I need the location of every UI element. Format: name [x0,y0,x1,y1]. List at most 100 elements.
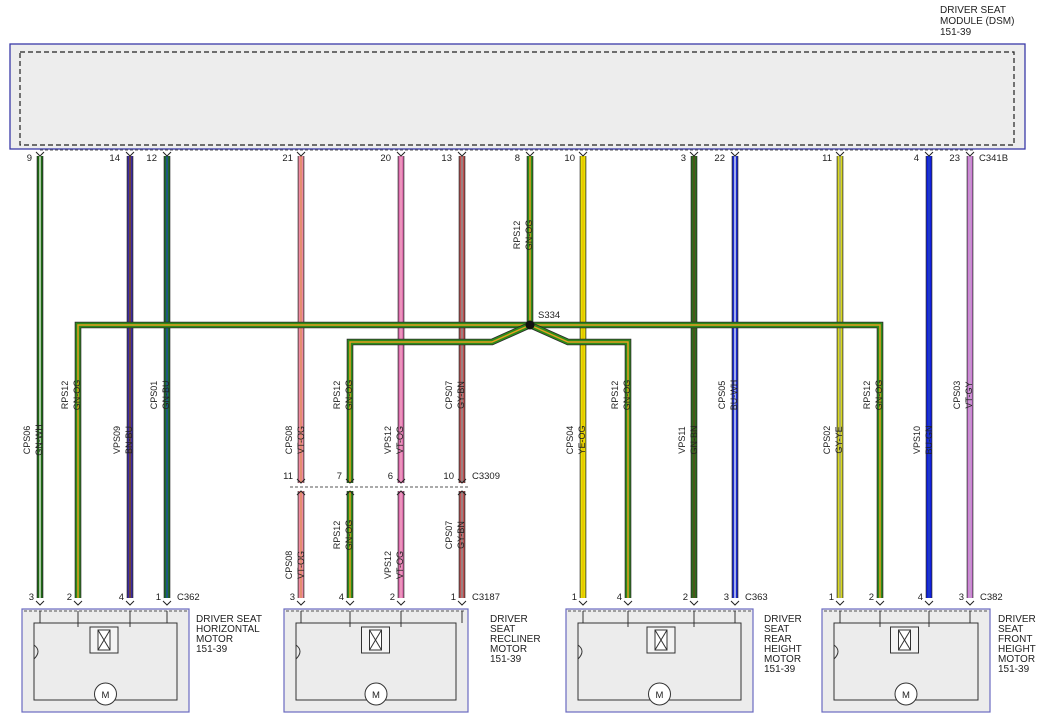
module-box [9,43,1026,150]
motor-name: MOTOR [490,644,527,655]
wire-color-label: GY-BN [456,521,466,549]
wire-color-label: GN-OG [874,380,884,411]
pin-label: HALL [116,0,141,3]
motor-symbol-label: M [102,690,110,701]
module-pin-number: 9 [27,153,32,164]
motor-pin-number: 1 [156,592,161,603]
motor-pin-number: 3 [724,592,729,603]
pin-label: BASE [153,0,180,3]
inline-pin-number: 11 [283,471,293,482]
pin-label: DOWN [826,0,858,3]
pin-label: EFFECT [387,0,426,3]
motor-name: FRONT [998,634,1032,645]
motor-connector-label: C3187 [472,592,500,603]
motor-pin-terminal [162,600,172,606]
wire-circuit-label: CPS07 [444,521,454,550]
pin-label: FRONT [956,0,990,3]
wire-circuit-label: CPS08 [284,551,294,580]
pin-label: INCLINE [448,0,488,3]
wire-color-label: BN-BU [124,426,134,454]
motor-symbol-circle [94,682,117,706]
motor-name: 151-39 [490,654,522,665]
inline-pin-terminal-bottom [296,490,306,496]
hall-sensor-x [898,629,911,651]
motor-connector-label: C362 [177,592,200,603]
motor-name: SEAT [764,624,789,635]
module-pin-number: 23 [949,153,960,164]
module-pin-terminal [35,151,45,157]
module-pin-terminal [578,151,588,157]
module-pin-terminal [125,151,135,157]
wire-circuit-label: CPS03 [952,381,962,410]
module-pin-terminal [835,151,845,157]
limit-switch-symbol [33,644,39,660]
pin-label: DOWN [569,0,601,3]
wire-circuit-label: CPS08 [284,426,294,455]
motor-pin-number: 2 [67,592,72,603]
wire-color-label: VT-OG [395,551,405,579]
hall-sensor-x [369,629,382,651]
wire-circuit-label: CPS01 [149,381,159,410]
pin-label: UP [956,0,970,3]
wire-circuit-label: CPS05 [717,381,727,410]
wire-color-label: VT-OG [296,551,306,579]
module-pin-number: 22 [714,153,725,164]
pin-label: SENSE [387,0,421,3]
pin-label: RETURN [516,0,558,3]
module-pin-number: 12 [146,153,157,164]
inline-pin-terminal-top [296,478,306,484]
limit-switch-symbol [295,644,301,660]
motor-pin-terminal [125,600,135,606]
pin-label: SENSE [116,0,150,3]
module-pin-terminal [924,151,934,157]
wire-color-label: GN-BN [689,426,699,455]
motor-name: SEAT [490,624,515,635]
motor-pin-number: 4 [617,592,622,603]
wire-color-label: GN-OG [72,380,82,411]
pin-label: EFFECT [516,0,555,3]
inline-connector-label: C3309 [472,471,500,482]
motor-pin-terminal [345,600,355,606]
module-pin-number: 4 [914,153,919,164]
motor-box [21,608,190,713]
module-pin-number: 20 [380,153,391,164]
pin-label: EFFECT [116,0,155,3]
inline-pin-terminal-top [396,478,406,484]
motor-name: HEIGHT [764,644,802,655]
wire-color-label: GN-OG [344,380,354,411]
pin-label: FRONT [826,0,860,3]
wire-circuit-label: CPS07 [444,381,454,410]
wire-circuit-label: RPS12 [60,381,70,410]
pin-label: SENSE [915,0,949,3]
motor-pin-terminal [689,600,699,606]
wire-circuit-label: VPS09 [112,426,122,454]
wire-circuit-label: VPS10 [912,426,922,454]
module-inner-border [19,51,1015,146]
inline-pin-number: 6 [388,471,393,482]
splice-dot [525,320,535,330]
inline-pin-terminal-bottom [396,490,406,496]
motor-symbol-label: M [372,690,380,701]
module-pin-terminal [396,151,406,157]
wire-color-label: GN-OG [524,220,534,251]
motor-name: MOTOR [998,654,1035,665]
motor-pin-number: 4 [339,592,344,603]
module-pin-terminal [162,151,172,157]
motor-name: 151-39 [196,644,228,655]
motor-name: RECLINER [490,634,541,645]
wire-color-label: GN-OG [622,380,632,411]
motor-connector-label: C382 [980,592,1003,603]
wire-color-label: GN-WH [34,424,44,456]
pin-label: HALL [387,0,412,3]
wire-color-label: VT-GY [964,381,974,408]
wire-splice-to-recliner-upper [347,322,532,483]
motor-symbol-circle [894,682,918,706]
motor-pin-number: 3 [29,592,34,603]
module-pin-number: 10 [564,153,575,164]
motor-pin-terminal [296,600,306,606]
motor-pin-terminal [875,600,885,606]
motor-name: 151-39 [764,664,796,675]
motor-symbol-circle [648,682,671,706]
